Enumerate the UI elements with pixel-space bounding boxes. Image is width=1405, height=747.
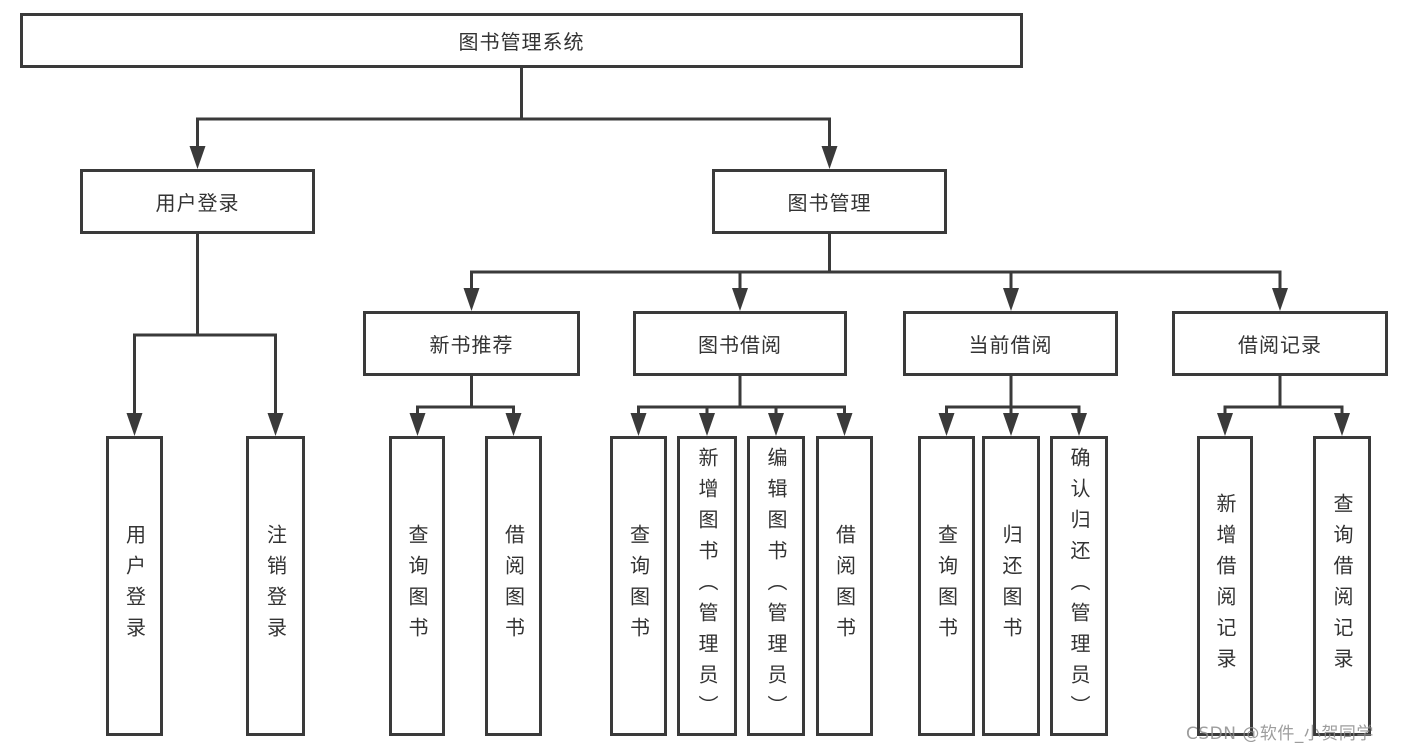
- arrowhead-icon: [732, 288, 748, 311]
- arrowhead-icon: [1217, 413, 1233, 436]
- node-new-book-recommend: 新书推荐: [363, 311, 580, 376]
- node-current-borrow: 当前借阅: [903, 311, 1118, 376]
- csdn-watermark: CSDN @软件_小贺同学: [1186, 724, 1374, 744]
- leaf-query-borrow-record: 查询借阅记录: [1313, 436, 1371, 736]
- node-new-book-recommend-label: 新书推荐: [429, 333, 514, 357]
- node-book-borrow: 图书借阅: [633, 311, 847, 376]
- arrowhead-icon: [126, 413, 143, 436]
- connector-current-borrow-split: [938, 376, 1087, 436]
- leaf-borrow-books-recommend: 借阅图书: [485, 436, 542, 736]
- connector-root-split: [189, 68, 838, 169]
- node-book-management-label: 图书管理: [787, 191, 872, 215]
- node-book-management: 图书管理: [712, 169, 947, 234]
- node-current-borrow-label: 当前借阅: [968, 333, 1053, 357]
- leaf-query-borrow-record-label: 查询借阅记录: [1330, 493, 1354, 679]
- connector-user-login-split: [126, 234, 284, 436]
- arrowhead-icon: [463, 288, 480, 311]
- leaf-confirm-return-admin-label: 确认归还（管理员）: [1067, 446, 1091, 726]
- connector-book-management-split: [463, 234, 1288, 311]
- leaf-query-books-current: 查询图书: [918, 436, 975, 736]
- arrowhead-icon: [1272, 288, 1288, 311]
- leaf-add-books-admin-label: 新增图书（管理员）: [695, 446, 719, 726]
- leaf-add-books-admin: 新增图书（管理员）: [677, 436, 737, 736]
- leaf-confirm-return-admin: 确认归还（管理员）: [1050, 436, 1108, 736]
- node-user-login-label: 用户登录: [155, 191, 240, 215]
- node-library-system-label: 图书管理系统: [458, 30, 585, 54]
- node-borrow-records: 借阅记录: [1172, 311, 1388, 376]
- arrowhead-icon: [938, 413, 955, 436]
- arrowhead-icon: [1003, 413, 1019, 436]
- connector-borrow-records-split: [1217, 376, 1350, 436]
- arrowhead-icon: [1071, 413, 1087, 436]
- arrowhead-icon: [505, 413, 522, 436]
- leaf-return-books: 归还图书: [982, 436, 1040, 736]
- arrowhead-icon: [821, 146, 838, 169]
- leaf-logout: 注销登录: [246, 436, 305, 736]
- node-borrow-records-label: 借阅记录: [1238, 333, 1322, 357]
- leaf-borrow-books: 借阅图书: [816, 436, 873, 736]
- leaf-query-books-recommend-label: 查询图书: [405, 524, 429, 648]
- leaf-return-books-label: 归还图书: [999, 524, 1023, 648]
- arrowhead-icon: [1334, 413, 1350, 436]
- leaf-query-books-recommend: 查询图书: [389, 436, 445, 736]
- arrowhead-icon: [267, 413, 284, 436]
- leaf-add-borrow-record: 新增借阅记录: [1197, 436, 1253, 736]
- connector-book-borrow-split: [630, 376, 853, 436]
- leaf-add-borrow-record-label: 新增借阅记录: [1213, 493, 1237, 679]
- arrowhead-icon: [699, 413, 715, 436]
- leaf-borrow-books-label: 借阅图书: [832, 524, 857, 648]
- arrowhead-icon: [189, 146, 206, 169]
- leaf-user-login: 用户登录: [106, 436, 163, 736]
- arrowhead-icon: [836, 413, 853, 436]
- arrowhead-icon: [1003, 288, 1019, 311]
- leaf-edit-books-admin-label: 编辑图书（管理员）: [764, 446, 788, 726]
- leaf-query-books-borrow: 查询图书: [610, 436, 667, 736]
- leaf-user-login-label: 用户登录: [122, 524, 147, 648]
- arrowhead-icon: [630, 413, 647, 436]
- leaf-query-books-borrow-label: 查询图书: [626, 524, 651, 648]
- node-user-login: 用户登录: [80, 169, 315, 234]
- arrowhead-icon: [768, 413, 784, 436]
- leaf-borrow-books-recommend-label: 借阅图书: [501, 524, 526, 648]
- node-book-borrow-label: 图书借阅: [698, 333, 782, 357]
- arrowhead-icon: [409, 413, 426, 436]
- leaf-query-books-current-label: 查询图书: [934, 524, 959, 648]
- node-library-system: 图书管理系统: [20, 13, 1023, 68]
- leaf-logout-label: 注销登录: [263, 524, 288, 648]
- leaf-edit-books-admin: 编辑图书（管理员）: [747, 436, 805, 736]
- connector-new-book-split: [409, 376, 522, 436]
